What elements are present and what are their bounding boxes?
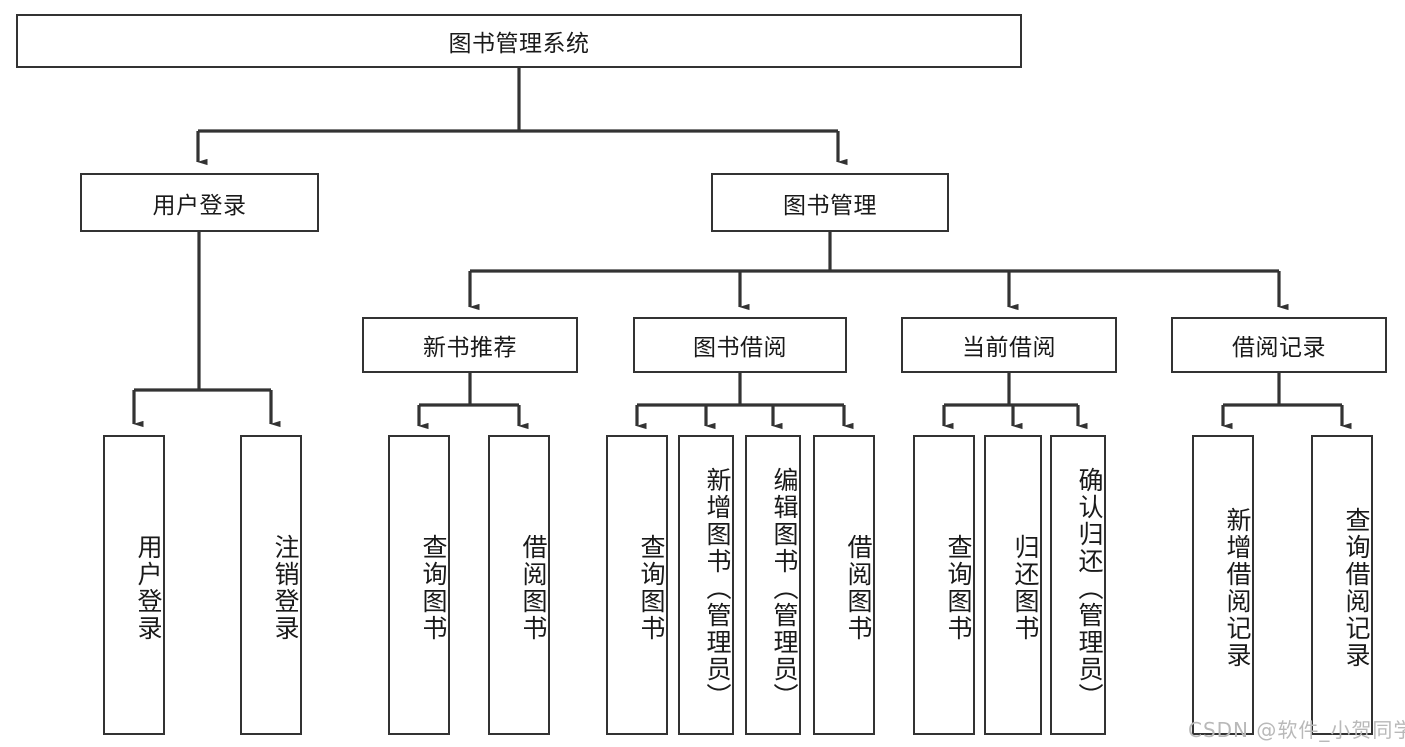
- leaf-borrow-book-recommend[interactable]: 借阅图书: [488, 435, 550, 735]
- node-user-login[interactable]: 用户登录: [80, 173, 319, 232]
- watermark: CSDN @软件_小贺同学: [1188, 718, 1405, 742]
- node-current-borrow[interactable]: 当前借阅: [901, 317, 1117, 373]
- leaf-add-borrow-record-label: 新增借阅记录: [1223, 507, 1252, 669]
- node-book-borrow[interactable]: 图书借阅: [633, 317, 847, 373]
- node-root[interactable]: 图书管理系统: [16, 14, 1022, 68]
- node-new-book-recommend-label: 新书推荐: [423, 335, 517, 361]
- node-root-label: 图书管理系统: [448, 31, 590, 57]
- leaf-borrow-book-recommend-label: 借阅图书: [519, 534, 548, 642]
- node-user-login-label: 用户登录: [152, 192, 247, 219]
- leaf-return-book[interactable]: 归还图书: [984, 435, 1042, 735]
- leaf-logout-label: 注销登录: [271, 534, 300, 642]
- leaf-add-book-admin-label: 新增图书（管理员）: [703, 466, 732, 710]
- leaf-return-book-label: 归还图书: [1011, 534, 1040, 642]
- node-new-book-recommend[interactable]: 新书推荐: [362, 317, 578, 373]
- leaf-query-book-current-label: 查询图书: [944, 534, 973, 642]
- node-book-management[interactable]: 图书管理: [711, 173, 949, 232]
- leaf-query-book-recommend[interactable]: 查询图书: [388, 435, 450, 735]
- node-borrow-record[interactable]: 借阅记录: [1171, 317, 1387, 373]
- leaf-borrow-book-label: 借阅图书: [844, 534, 873, 642]
- leaf-query-book-current[interactable]: 查询图书: [913, 435, 975, 735]
- leaf-query-borrow-record-label: 查询借阅记录: [1342, 507, 1371, 669]
- node-current-borrow-label: 当前借阅: [962, 335, 1056, 361]
- leaf-confirm-return-admin[interactable]: 确认归还（管理员）: [1050, 435, 1106, 735]
- leaf-user-login[interactable]: 用户登录: [103, 435, 165, 735]
- leaf-query-book-label: 查询图书: [637, 534, 666, 642]
- node-book-borrow-label: 图书借阅: [693, 335, 787, 361]
- leaf-user-login-label: 用户登录: [134, 534, 163, 642]
- leaf-borrow-book[interactable]: 借阅图书: [813, 435, 875, 735]
- node-borrow-record-label: 借阅记录: [1232, 335, 1326, 361]
- leaf-query-book-recommend-label: 查询图书: [419, 534, 448, 642]
- node-book-management-label: 图书管理: [783, 192, 877, 219]
- leaf-confirm-return-admin-label: 确认归还（管理员）: [1075, 466, 1104, 710]
- leaf-logout[interactable]: 注销登录: [240, 435, 302, 735]
- leaf-query-book[interactable]: 查询图书: [606, 435, 668, 735]
- leaf-edit-book-admin[interactable]: 编辑图书（管理员）: [745, 435, 801, 735]
- leaf-add-borrow-record[interactable]: 新增借阅记录: [1192, 435, 1254, 735]
- leaf-query-borrow-record[interactable]: 查询借阅记录: [1311, 435, 1373, 735]
- leaf-add-book-admin[interactable]: 新增图书（管理员）: [678, 435, 734, 735]
- leaf-edit-book-admin-label: 编辑图书（管理员）: [770, 466, 799, 710]
